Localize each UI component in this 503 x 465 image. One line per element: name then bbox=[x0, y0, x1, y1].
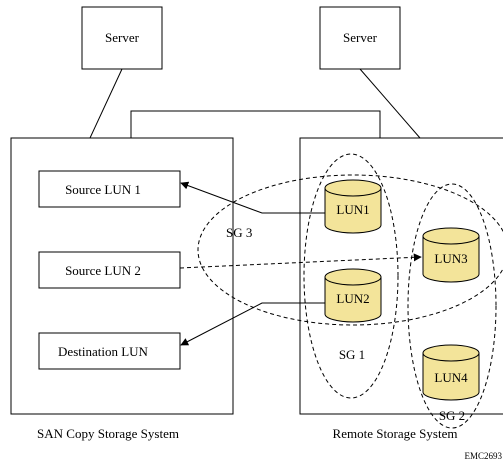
sg2-label: SG 2 bbox=[439, 408, 465, 423]
arrow-source-lun-2-to-lun3 bbox=[179, 253, 422, 269]
server-right-label: Server bbox=[343, 30, 378, 45]
sg3-label: SG 3 bbox=[226, 225, 252, 240]
lun4-cylinder: LUN4 bbox=[422, 344, 480, 401]
sg3-ellipse bbox=[197, 174, 503, 326]
destination-lun-label: Destination LUN bbox=[58, 344, 149, 359]
lun1-label: LUN1 bbox=[336, 202, 369, 217]
destination-lun: Destination LUN bbox=[38, 332, 181, 370]
server-left-connector bbox=[89, 68, 123, 139]
sg1-label: SG 1 bbox=[339, 347, 365, 362]
sg1-ellipse bbox=[303, 153, 399, 399]
lun3-label: LUN3 bbox=[434, 251, 467, 266]
server-left: Server bbox=[81, 6, 163, 70]
source-lun-2-label: Source LUN 2 bbox=[65, 263, 141, 278]
source-lun-1: Source LUN 1 bbox=[38, 170, 181, 208]
server-right-connector bbox=[359, 68, 421, 139]
san-copy-system-label: SAN Copy Storage System bbox=[37, 426, 179, 441]
arrow-lun2-to-destination-lun bbox=[180, 302, 325, 346]
remote-system-label: Remote Storage System bbox=[333, 426, 458, 441]
lun3-cylinder: LUN3 bbox=[422, 227, 480, 283]
inter-system-link bbox=[130, 110, 381, 138]
lun4-label: LUN4 bbox=[434, 370, 468, 385]
source-lun-2: Source LUN 2 bbox=[38, 251, 181, 289]
server-left-label: Server bbox=[105, 30, 140, 45]
source-lun-1-label: Source LUN 1 bbox=[65, 182, 141, 197]
sg2-ellipse bbox=[407, 183, 497, 429]
lun2-cylinder: LUN2 bbox=[324, 268, 382, 323]
lun2-label: LUN2 bbox=[336, 291, 369, 306]
figure-id: EMC2693 bbox=[464, 451, 502, 461]
arrow-lun1-to-source-lun-1 bbox=[180, 181, 325, 214]
server-right: Server bbox=[319, 6, 401, 70]
lun1-cylinder: LUN1 bbox=[324, 179, 382, 234]
